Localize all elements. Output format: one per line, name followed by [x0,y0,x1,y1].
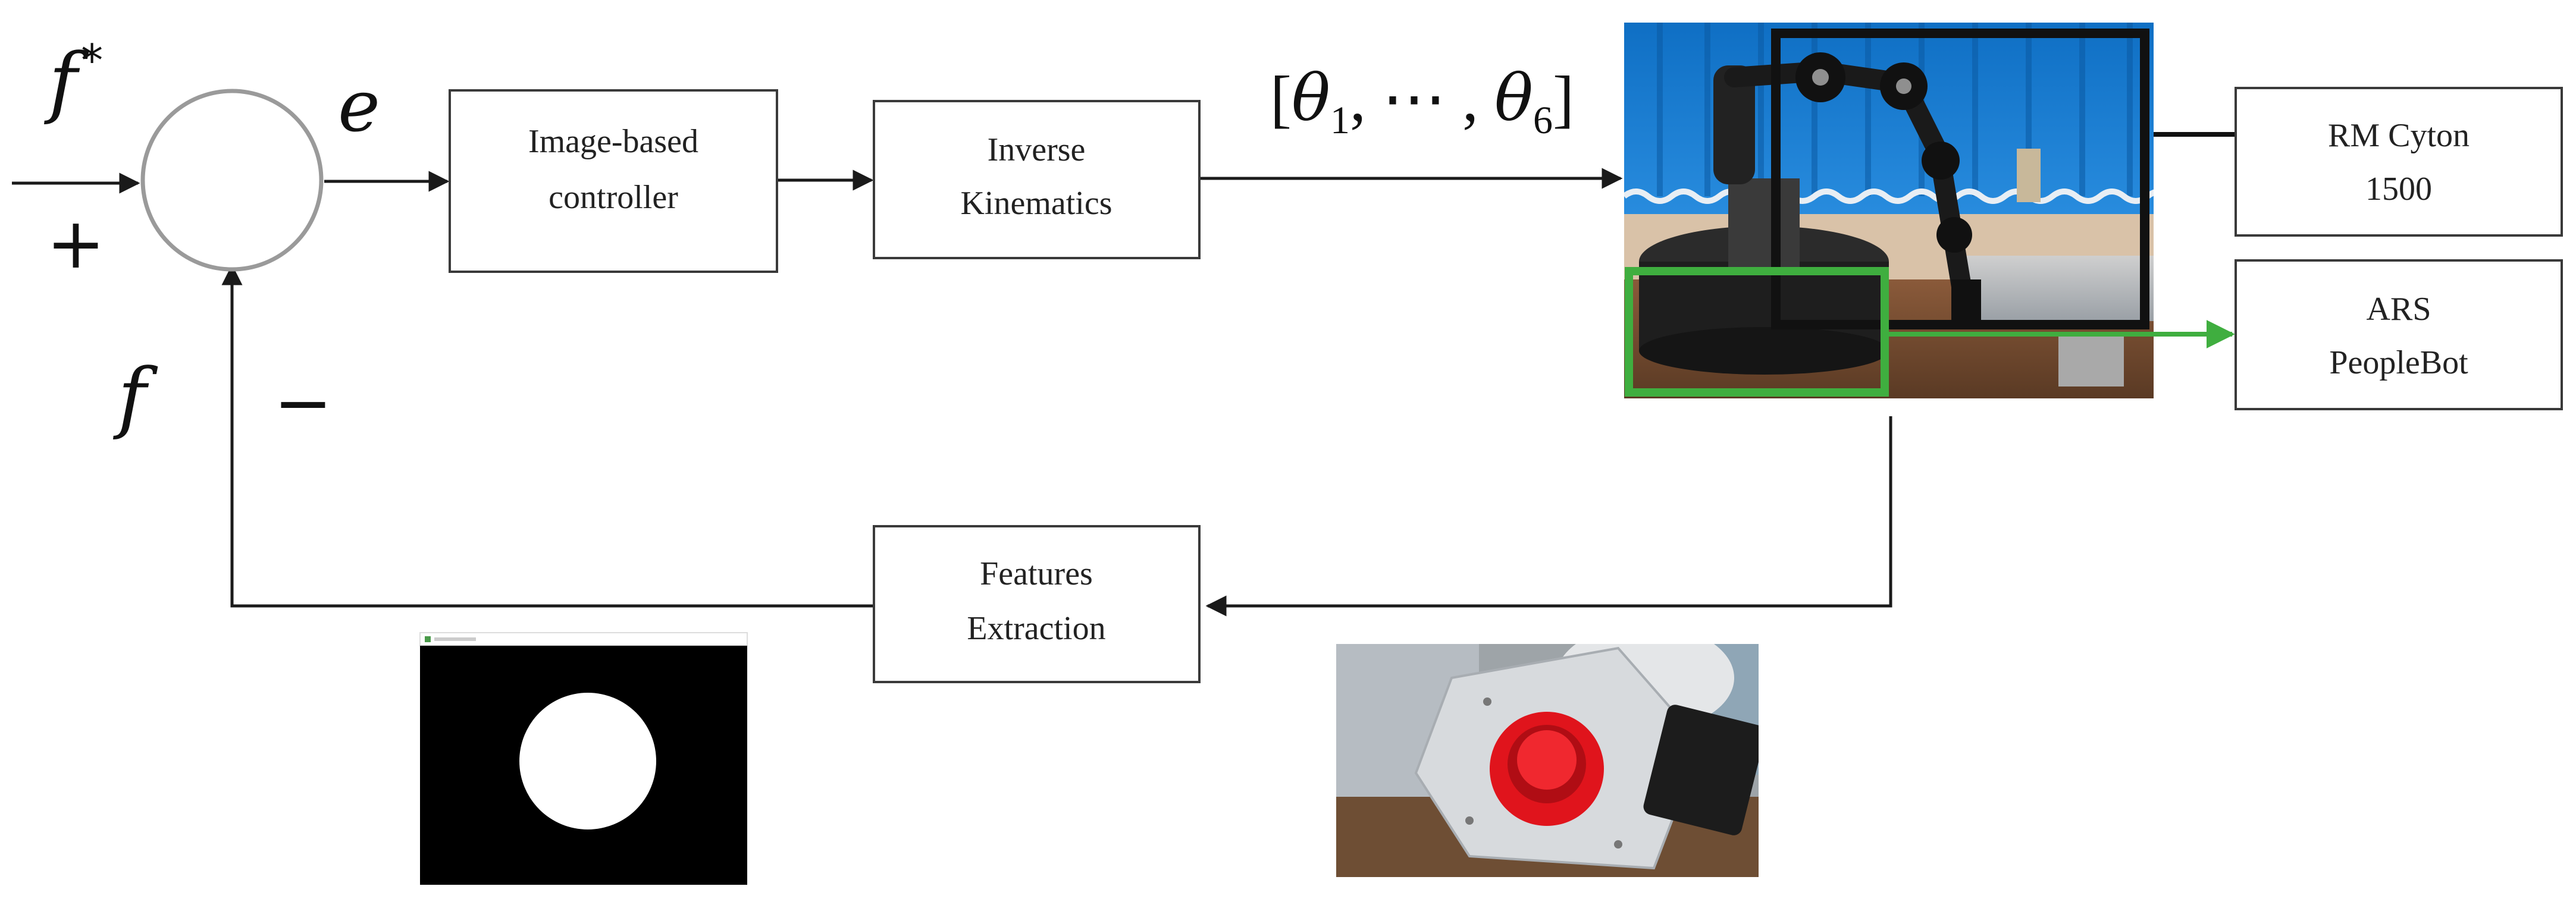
robot-base-block: ARS PeopleBot [2235,259,2563,410]
ik-label-line1: Inverse [988,131,1086,168]
controller-label-line1: Image-based [528,123,698,160]
features-extraction-block: Features Extraction [873,525,1201,683]
binary-mask-thumbnail [419,632,748,885]
signal-lines [12,132,2236,617]
joint-angle-vector: [θ1, ⋯ , θ6] [1270,61,1574,142]
camera-view-photo [1336,644,1759,877]
minus-sign: − [274,362,333,444]
controller-block: Image-based controller [449,89,778,273]
camera-feedback-arrow [1205,416,1892,617]
feedback-arrow [221,264,875,608]
arm-block: RM Cyton 1500 [2235,87,2563,237]
robot-photo [1624,23,2154,398]
error-signal: e [338,65,380,148]
inverse-kinematics-block: Inverse Kinematics [873,100,1201,259]
arm-label-line2: 1500 [2365,171,2432,208]
robot-label-line2: PeopleBot [2329,344,2468,381]
summing-junction [140,89,324,272]
ik-label-line2: Kinematics [960,185,1112,222]
detected-blob [519,693,656,829]
arm-label-line1: RM Cyton [2328,117,2470,154]
feedback-signal: f [113,351,158,442]
robot-label-line1: ARS [2367,291,2431,328]
controller-label-line2: controller [549,179,678,216]
reference-signal: f* [44,35,103,127]
features-label-line1: Features [980,555,1093,592]
features-label-line2: Extraction [967,610,1105,647]
arm-highlight-box [1771,29,2149,329]
plus-sign: + [46,202,105,284]
